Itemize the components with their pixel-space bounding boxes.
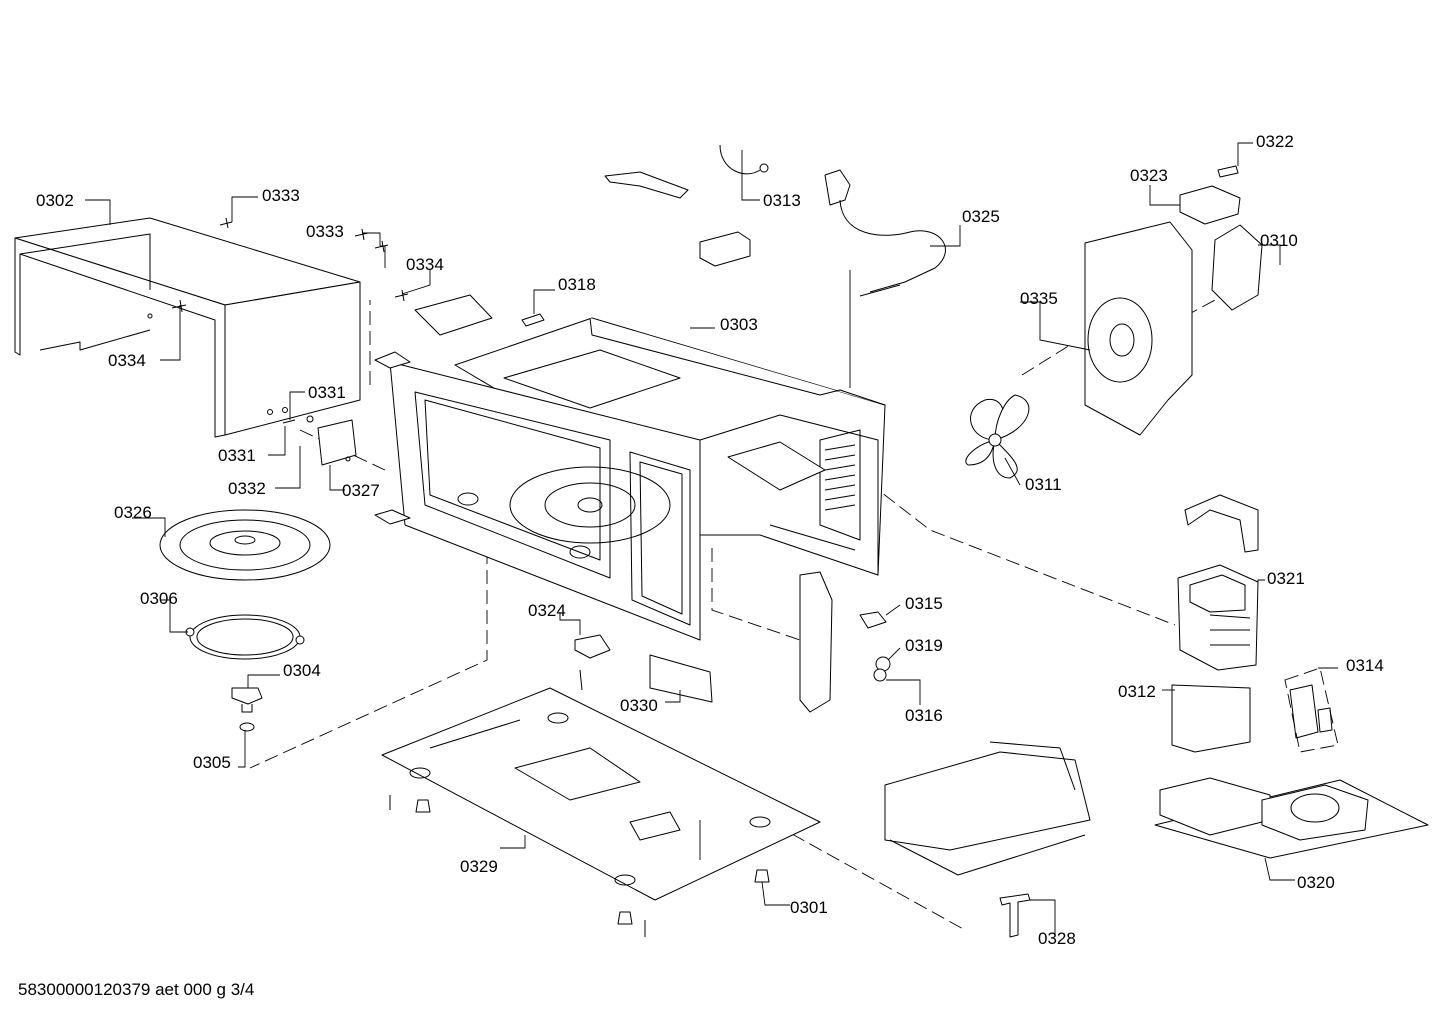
label-0310: 0310: [1260, 231, 1298, 250]
fuse-0322-drawing: [1217, 165, 1239, 178]
label-0305: 0305: [193, 753, 231, 772]
oven-cavity-drawing: [374, 317, 886, 641]
label-0333: 0329: [460, 857, 498, 876]
roller-ring-drawing: [185, 614, 305, 660]
label-0325: 0325: [962, 207, 1000, 226]
label-0303: 0303: [720, 315, 758, 334]
label-0301: 0301: [790, 898, 828, 917]
label-0306: 0306: [140, 589, 178, 608]
label-0321: 0321: [1267, 569, 1305, 588]
label-0319: 0319: [905, 636, 943, 655]
label-0331: 0326: [114, 503, 152, 522]
label-0329-b: 0334: [108, 351, 146, 370]
waveguide-cover-drawing: [317, 419, 357, 466]
part-0330-drawing: [649, 654, 713, 703]
power-board-drawing: [1154, 777, 1429, 859]
label-0313: 0313: [763, 191, 801, 210]
label-0328-b: 0333: [306, 222, 344, 241]
part-0312-drawing: [1171, 684, 1251, 753]
document-id: 58300000120379 aet 000 g 3/4: [18, 980, 255, 999]
component-tray-drawing: [884, 741, 1091, 876]
label-0323: 0323: [1130, 166, 1168, 185]
top-parts-drawing: [604, 144, 946, 297]
sensor-bracket-drawing: [727, 441, 826, 491]
label-0324: 0324: [528, 601, 566, 620]
label-0314: 0314: [1346, 656, 1384, 675]
turntable-plate-drawing: [159, 509, 331, 581]
label-0322: 0322: [1256, 132, 1294, 151]
fuse-holder-0323-drawing: [1179, 185, 1241, 225]
fan-motor-0310-drawing: [1211, 224, 1263, 311]
label-0326-b: 0331: [218, 446, 256, 465]
label-0311: 0311: [1025, 475, 1062, 494]
magnetron-bracket-drawing: [1184, 494, 1259, 553]
label-0327: 0332: [228, 479, 266, 498]
label-0304: 0304: [283, 661, 321, 680]
part-labels: 0302 0333 0333 0334 0334 0331 0331 0332 …: [36, 132, 1384, 948]
coupler-drawing: [231, 687, 263, 705]
leader-lines: [85, 142, 1338, 935]
bracket-0329-drawing: [414, 294, 493, 336]
label-0312: 0312: [1118, 682, 1156, 701]
label-0329: 0334: [406, 255, 444, 274]
label-0332: 0327: [342, 481, 380, 500]
base-plate-drawing: [381, 687, 821, 901]
label-0316: 0316: [905, 706, 943, 725]
outer-cabinet-drawing: [14, 217, 361, 438]
part-0324-drawing: [574, 634, 611, 659]
part-0314-drawing: [1289, 684, 1319, 739]
label-0320: 0320: [1297, 873, 1335, 892]
label-0315: 0315: [905, 594, 943, 613]
washer-drawing: [239, 722, 255, 732]
magnetron-0321-drawing: [1177, 564, 1259, 671]
label-0330: 0330: [620, 696, 658, 715]
label-0334: 0328: [1038, 929, 1076, 948]
part-0334-drawing: [999, 893, 1031, 938]
fan-housing-drawing: [1084, 221, 1193, 436]
label-0318: 0318: [558, 275, 596, 294]
part-0318-drawing: [521, 313, 545, 327]
fan-blade-drawing: [965, 394, 1030, 479]
switch-0315-drawing: [859, 611, 887, 629]
label-0328: 0333: [262, 186, 300, 205]
feet-drawing: [389, 795, 770, 937]
label-0302: 0302: [36, 191, 74, 210]
label-0326: 0331: [308, 383, 346, 402]
label-0335: 0335: [1020, 289, 1058, 308]
door-latch-drawing: [799, 571, 833, 713]
screws-drawing: [171, 217, 409, 424]
